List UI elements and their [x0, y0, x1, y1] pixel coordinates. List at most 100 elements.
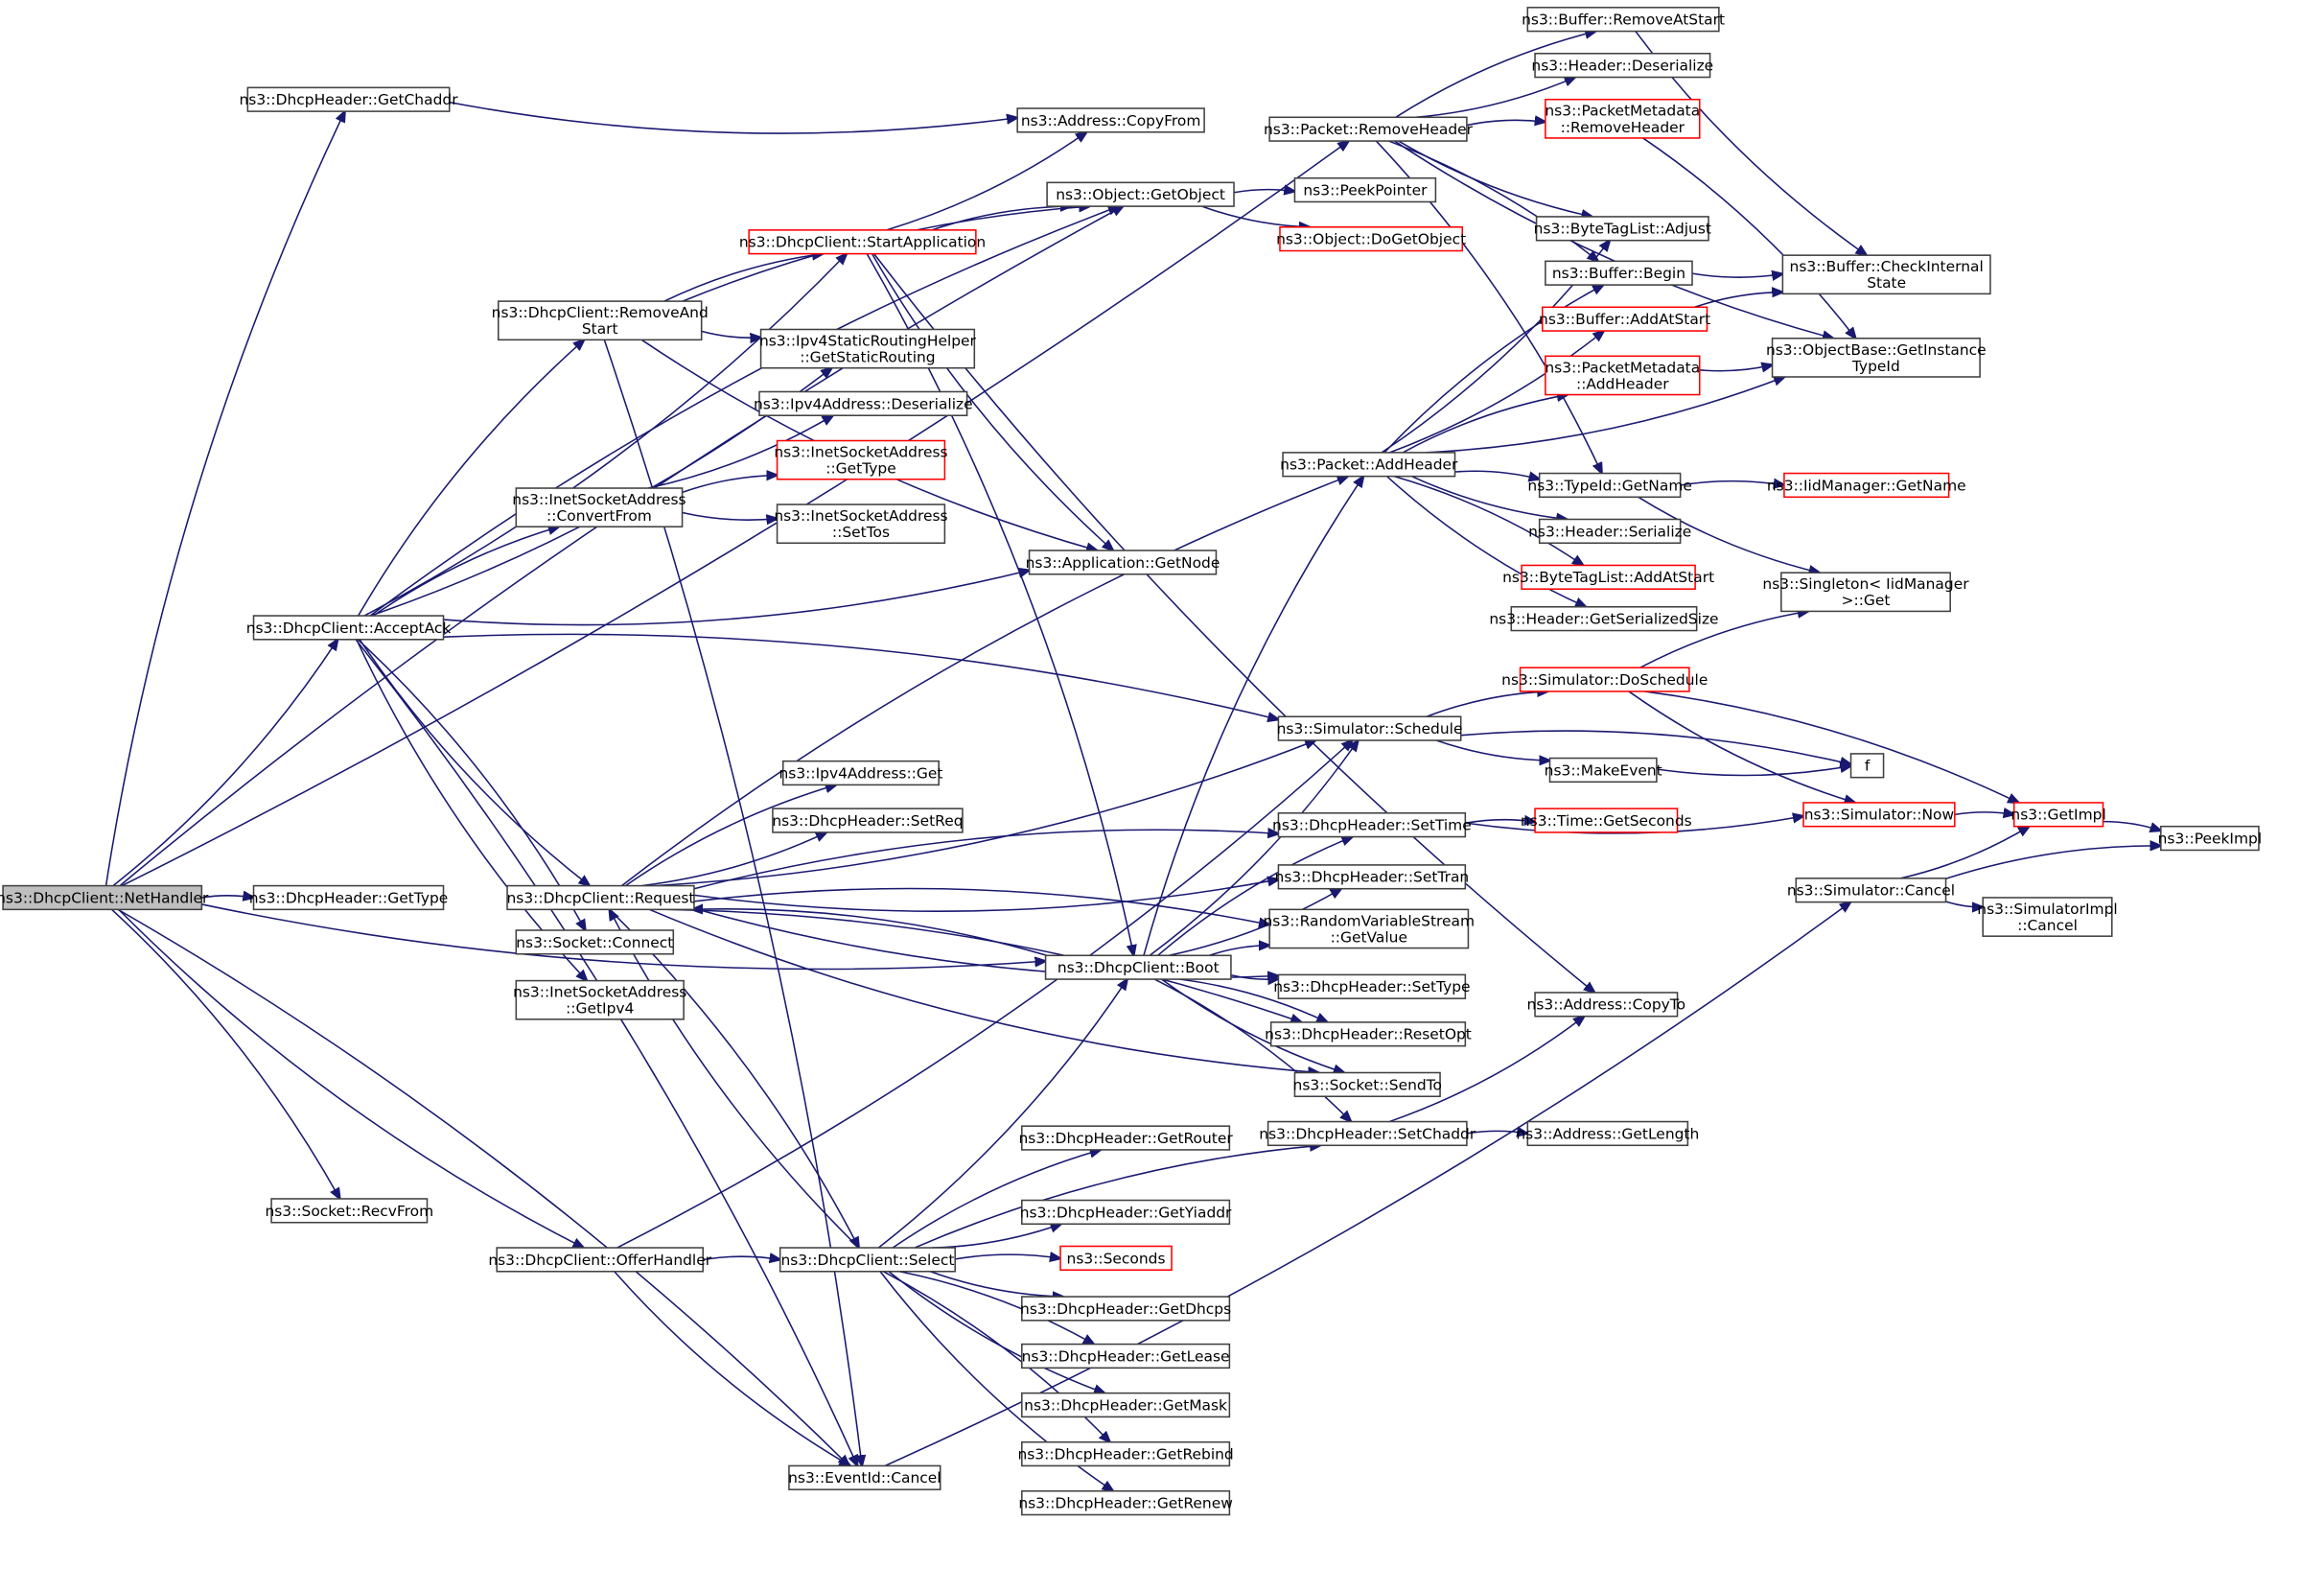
node-getipv4[interactable]: ns3::InetSocketAddress::GetIpv4 [513, 979, 686, 1020]
node-offerhandler[interactable]: ns3::DhcpClient::OfferHandler [488, 1247, 712, 1273]
node-copyto[interactable]: ns3::Address::CopyTo [1527, 992, 1686, 1018]
node-boot[interactable]: ns3::DhcpClient::Boot [1044, 954, 1232, 980]
node-getyiaddr[interactable]: ns3::DhcpHeader::GetYiaddr [1020, 1199, 1232, 1226]
node-makeevent[interactable]: ns3::MakeEvent [1545, 757, 1662, 784]
node-settime[interactable]: ns3::DhcpHeader::SetTime [1272, 812, 1472, 838]
node-simcancel[interactable]: ns3::Simulator::Cancel [1787, 878, 1955, 903]
edge-bufaddatstart-to-checkinternal [1694, 293, 1782, 309]
node-eventcancel[interactable]: ns3::EventId::Cancel [788, 1464, 941, 1490]
node-getobject[interactable]: ns3::Object::GetObject [1046, 181, 1235, 207]
node-settos[interactable]: ns3::InetSocketAddress::SetTos [774, 503, 948, 545]
node-getstaticrouting[interactable]: ns3::Ipv4StaticRoutingHelper::GetStaticR… [759, 328, 977, 369]
node-settran[interactable]: ns3::DhcpHeader::SetTran [1275, 864, 1470, 890]
node-getimpl[interactable]: ns3::GetImpl [2010, 802, 2106, 828]
node-label: ::RemoveHeader [1561, 119, 1685, 136]
node-select[interactable]: ns3::DhcpClient::Select [779, 1247, 956, 1273]
node-simimplcancel[interactable]: ns3::SimulatorImpl::Cancel [1977, 897, 2118, 937]
node-iidgetname[interactable]: ns3::IidManager::GetName [1767, 472, 1966, 499]
node-startapp[interactable]: ns3::DhcpClient::StartApplication [739, 229, 986, 255]
node-btladdatstart[interactable]: ns3::ByteTagList::AddAtStart [1502, 564, 1714, 590]
node-box [1802, 802, 1956, 828]
node-doschedule[interactable]: ns3::Simulator::DoSchedule [1501, 667, 1708, 692]
node-seconds[interactable]: ns3::Seconds [1059, 1245, 1173, 1272]
node-removeatstart[interactable]: ns3::Buffer::RemoveAtStart [1522, 7, 1725, 33]
node-gettype[interactable]: ns3::DhcpHeader::GetType [249, 884, 449, 911]
node-copyfrom[interactable]: ns3::Address::CopyFrom [1016, 107, 1205, 133]
edge-request-to-ipv4get [624, 784, 836, 887]
node-gettimesec[interactable]: ns3::Time::GetSeconds [1521, 808, 1692, 833]
node-getdhcps[interactable]: ns3::DhcpHeader::GetDhcps [1020, 1296, 1231, 1322]
node-box [1269, 1021, 1467, 1047]
edge-boot-to-request [692, 909, 1048, 957]
node-label: ::ConvertFrom [546, 507, 652, 525]
node-simnow[interactable]: ns3::Simulator::Now [1802, 802, 1956, 828]
node-pmaddheader[interactable]: ns3::PacketMetadata::AddHeader [1545, 355, 1701, 396]
edge-startapp-to-copyfrom [886, 132, 1087, 231]
node-label: ns3::ByteTagList::Adjust [1534, 221, 1711, 238]
node-setreq[interactable]: ns3::DhcpHeader::SetReq [772, 808, 964, 833]
edge-offerhandler-to-select [703, 1256, 779, 1259]
node-getrenew[interactable]: ns3::DhcpHeader::GetRenew [1018, 1489, 1233, 1516]
node-singletonget[interactable]: ns3::Singleton< IidManager>::Get [1762, 572, 1969, 613]
edge-simcancel-to-peekimpl [1945, 846, 2161, 879]
node-getrebind[interactable]: ns3::DhcpHeader::GetRebind [1017, 1440, 1234, 1467]
node-convertfrom[interactable]: ns3::InetSocketAddress::ConvertFrom [512, 487, 686, 528]
node-sendto[interactable]: ns3::Socket::SendTo [1293, 1071, 1442, 1098]
node-box [1044, 954, 1232, 980]
node-schedule[interactable]: ns3::Simulator::Schedule [1277, 715, 1463, 741]
node-settype[interactable]: ns3::DhcpHeader::SetType [1273, 973, 1471, 999]
node-getsersize[interactable]: ns3::Header::GetSerializedSize [1489, 605, 1719, 632]
node-nethandler[interactable]: ns3::DhcpClient::NetHandler [0, 884, 209, 911]
node-dogetobject[interactable]: ns3::Object::DoGetObject [1276, 225, 1466, 252]
node-box [1534, 53, 1711, 79]
node-setchaddr[interactable]: ns3::DhcpHeader::SetChaddr [1259, 1120, 1476, 1147]
node-hdrdeser[interactable]: ns3::Header::Deserialize [1531, 53, 1713, 79]
node-getrouter[interactable]: ns3::DhcpHeader::GetRouter [1018, 1125, 1233, 1151]
node-ipv4deser[interactable]: ns3::Ipv4Address::Deserialize [754, 390, 973, 416]
node-label: ns3::DhcpClient::OfferHandler [488, 1252, 711, 1269]
node-box [1545, 98, 1701, 139]
node-acceptack[interactable]: ns3::DhcpClient::AcceptAck [246, 615, 452, 641]
node-box [1526, 7, 1720, 33]
node-connect[interactable]: ns3::Socket::Connect [515, 929, 675, 955]
node-label: ns3::DhcpHeader::GetRenew [1018, 1495, 1233, 1512]
node-f[interactable]: f [1849, 753, 1885, 779]
edge-boot-to-setchaddr [1153, 978, 1351, 1122]
node-pmremoveheader[interactable]: ns3::PacketMetadata::RemoveHeader [1545, 98, 1701, 139]
node-getlease[interactable]: ns3::DhcpHeader::GetLease [1021, 1343, 1231, 1370]
node-removeheader[interactable]: ns3::Packet::RemoveHeader [1264, 116, 1474, 142]
edge-request-to-addheader [620, 477, 1347, 887]
node-resetopt[interactable]: ns3::DhcpHeader::ResetOpt [1265, 1021, 1472, 1047]
edge-removeandstart-to-startapp [663, 254, 823, 302]
node-box [515, 979, 685, 1020]
node-getnode[interactable]: ns3::Application::GetNode [1026, 550, 1220, 575]
edge-typeidgetname-to-iidgetname [1680, 481, 1784, 485]
node-peekpointer[interactable]: ns3::PeekPointer [1293, 176, 1437, 203]
node-addheader[interactable]: ns3::Packet::AddHeader [1280, 452, 1458, 478]
node-isagettype[interactable]: ns3::InetSocketAddress::GetType [774, 439, 948, 480]
node-rvsgetvalue[interactable]: ns3::RandomVariableStream::GetValue [1264, 908, 1476, 949]
node-getchaddr[interactable]: ns3::DhcpHeader::GetChaddr [239, 86, 458, 112]
node-label: State [1867, 274, 1906, 292]
node-peekimpl[interactable]: ns3::PeekImpl [2158, 825, 2263, 852]
node-hdrser[interactable]: ns3::Header::Serialize [1528, 518, 1691, 545]
node-request[interactable]: ns3::DhcpClient::Request [506, 884, 695, 911]
node-recvfrom[interactable]: ns3::Socket::RecvFrom [265, 1198, 433, 1224]
node-btladjust[interactable]: ns3::ByteTagList::Adjust [1534, 216, 1711, 242]
node-label: ns3::DhcpHeader::SetTran [1275, 869, 1470, 886]
node-typeidgetname[interactable]: ns3::TypeId::GetName [1527, 472, 1692, 499]
edge-select-to-setchaddr [914, 1145, 1320, 1249]
node-label: ns3::PeekPointer [1303, 182, 1428, 199]
node-label: ns3::Singleton< IidManager [1762, 575, 1969, 593]
node-label: ::GetStaticRouting [800, 349, 935, 366]
node-box [1277, 973, 1467, 999]
node-ipv4get[interactable]: ns3::Ipv4Address::Get [779, 760, 943, 786]
node-getmask[interactable]: ns3::DhcpHeader::GetMask [1021, 1392, 1231, 1418]
node-bufaddatstart[interactable]: ns3::Buffer::AddAtStart [1539, 306, 1710, 332]
node-box [1021, 1440, 1231, 1467]
node-getlength[interactable]: ns3::Address::GetLength [1516, 1120, 1699, 1147]
node-bufbegin[interactable]: ns3::Buffer::Begin [1545, 260, 1693, 286]
